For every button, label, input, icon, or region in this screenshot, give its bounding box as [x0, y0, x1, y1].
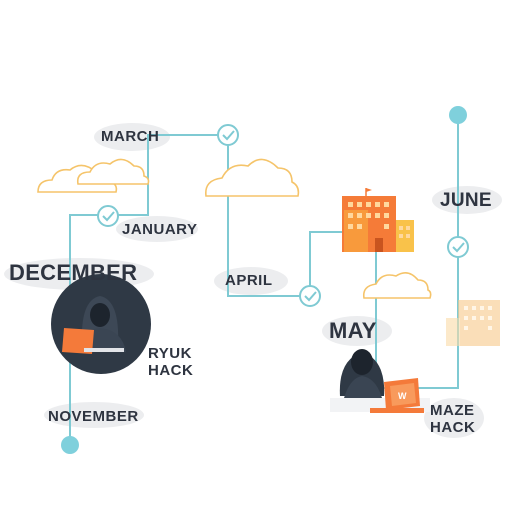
january-label-bg	[116, 216, 198, 242]
march-label-bg	[94, 123, 170, 151]
maze-hack-line2: HACK	[430, 419, 476, 436]
cloud-icon	[205, 158, 300, 197]
laptop-icon	[62, 328, 124, 354]
april-label: APRIL	[225, 272, 273, 289]
june-label: JUNE	[440, 190, 492, 211]
may-label: MAY	[329, 318, 377, 343]
ryuk-hack-line1: RYUK	[148, 345, 192, 362]
maze-label-bg	[424, 398, 484, 438]
svg-text:W: W	[398, 391, 407, 401]
maze-hack-label: MAZE HACK	[430, 402, 475, 436]
cloud-icon	[76, 158, 150, 185]
january-label: JANUARY	[122, 221, 198, 238]
november-label-bg	[44, 402, 144, 428]
ryuk-hack-line2: HACK	[148, 362, 194, 379]
start-node	[61, 436, 79, 454]
end-node	[449, 106, 467, 124]
building-icon	[342, 188, 414, 252]
may-label-bg	[322, 316, 392, 346]
building-icon	[446, 300, 500, 346]
march-check-icon	[217, 124, 239, 146]
hacker-icon	[51, 274, 151, 374]
june-check-icon	[447, 236, 469, 258]
december-label: DECEMBER	[9, 260, 138, 285]
ryuk-hack-label: RYUK HACK	[148, 345, 193, 379]
cloud-icon	[362, 272, 432, 299]
laptop-icon: W	[370, 378, 424, 413]
april-label-bg	[214, 267, 288, 295]
january-check-icon	[97, 205, 119, 227]
november-label: NOVEMBER	[48, 408, 139, 425]
april-check-icon	[299, 285, 321, 307]
march-label: MARCH	[101, 128, 160, 145]
june-label-bg	[432, 186, 502, 214]
maze-hack-line1: MAZE	[430, 402, 475, 419]
